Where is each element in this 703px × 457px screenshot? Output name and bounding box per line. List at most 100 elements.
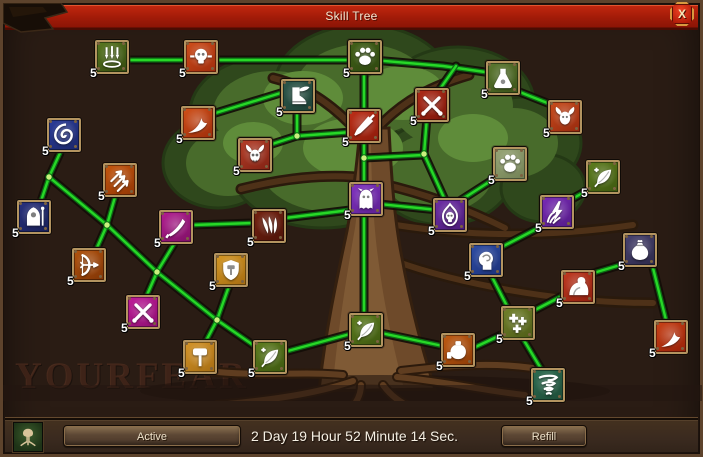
skill-level-badge: 5 — [12, 226, 19, 240]
crossed-daggers-icon — [419, 92, 445, 118]
claw-strike-icon — [262, 216, 278, 234]
skill-crossbow[interactable]: 5 — [67, 247, 107, 288]
multi-heal-icon — [509, 313, 527, 333]
white-paw-icon — [500, 154, 520, 173]
winged-boot-icon — [291, 85, 311, 105]
skill-level-badge: 5 — [179, 66, 186, 80]
strength-arm-icon — [568, 276, 590, 296]
skill-level-badge: 5 — [649, 346, 656, 360]
skill-level-badge: 5 — [410, 114, 417, 128]
skill-level-badge: 5 — [343, 66, 350, 80]
bull-head-icon — [555, 106, 575, 125]
skill-level-badge: 5 — [90, 66, 97, 80]
skill-arrow-volley[interactable]: 5 — [98, 162, 138, 203]
skill-healing-leaf-center[interactable]: 5 — [344, 312, 384, 353]
skill-level-badge: 5 — [276, 105, 283, 119]
healing-leaf-center-icon — [356, 319, 376, 341]
skill-healing-leaf-left[interactable]: 5 — [248, 339, 288, 380]
skill-flame-slash[interactable]: 5 — [176, 105, 216, 146]
skill-level-badge: 5 — [248, 366, 255, 380]
skill-shield-hammer[interactable]: 5 — [209, 252, 249, 293]
skill-level-badge: 5 — [543, 126, 550, 140]
skill-level-badge: 5 — [344, 339, 351, 353]
mind-head-icon — [478, 251, 494, 271]
healing-leaf-right-icon — [593, 166, 613, 188]
crossbow-icon — [79, 254, 99, 276]
skill-hooded-figure[interactable]: 5 — [12, 199, 52, 240]
timer-text: 2 Day 19 Hour 52 Minute 14 Sec. — [251, 428, 459, 444]
skill-tornado[interactable]: 5 — [526, 367, 566, 408]
skill-level-badge: 5 — [556, 296, 563, 310]
skill-beast-paw[interactable]: 5 — [343, 39, 383, 80]
skill-bull-head[interactable]: 5 — [543, 99, 583, 140]
hooded-figure-icon — [26, 205, 46, 227]
hypno-swirl-icon — [54, 123, 73, 145]
skill-mind-head[interactable]: 5 — [464, 242, 504, 283]
skill-nodes-layer: 5 5 5 5 5 5 5 5 5 5 5 5 5 5 5 5 5 5 5 5 5 5 5 5 5 5 5 5 5 5 5 5 5 — [3, 3, 702, 408]
skill-hypno-swirl[interactable]: 5 — [42, 117, 82, 158]
close-button[interactable]: X — [670, 2, 694, 26]
spirit-ghost-icon — [357, 188, 375, 209]
skill-level-badge: 5 — [247, 235, 254, 249]
skill-crossed-daggers[interactable]: 5 — [410, 87, 450, 128]
skill-level-badge: 5 — [209, 279, 216, 293]
skill-glow — [657, 323, 685, 351]
skill-loot-sack[interactable]: 5 — [618, 232, 658, 273]
skill-level-badge: 5 — [496, 332, 503, 346]
skill-flame-slash-2[interactable]: 5 — [649, 319, 689, 360]
skill-level-badge: 5 — [436, 359, 443, 373]
skill-spirit-ghost[interactable]: 5 — [344, 181, 384, 222]
skill-level-badge: 5 — [488, 173, 495, 187]
skull-shot-icon — [189, 47, 213, 65]
skill-level-badge: 5 — [233, 164, 240, 178]
poison-flask-icon — [494, 68, 512, 89]
skill-brew-jug[interactable]: 5 — [436, 332, 476, 373]
title-bar: Skill Tree — [5, 5, 698, 30]
skill-level-badge: 5 — [481, 87, 488, 101]
skill-dagger-stab[interactable]: 5 — [342, 108, 382, 149]
window-title: Skill Tree — [325, 9, 378, 23]
skill-tree-logo-icon — [13, 422, 43, 452]
skill-flaming-skull[interactable]: 5 — [428, 197, 468, 238]
skill-level-badge: 5 — [344, 208, 351, 222]
skill-strength-arm[interactable]: 5 — [556, 269, 596, 310]
skill-level-badge: 5 — [98, 189, 105, 203]
skill-poison-flask[interactable]: 5 — [481, 60, 521, 101]
skill-hammer-smash[interactable]: 5 — [178, 339, 218, 380]
skill-level-badge: 5 — [526, 394, 533, 408]
dagger-stab-icon — [352, 113, 376, 138]
healing-leaf-left-icon — [260, 346, 280, 368]
skill-magenta-blade[interactable]: 5 — [154, 209, 194, 250]
skill-white-paw[interactable]: 5 — [488, 146, 528, 187]
arrow-volley-icon — [110, 170, 129, 192]
corner-emblem-icon — [3, 3, 69, 33]
skill-level-badge: 5 — [464, 269, 471, 283]
beast-paw-icon — [355, 47, 375, 66]
brew-jug-icon — [446, 341, 466, 360]
refill-button[interactable]: Refill — [501, 425, 587, 447]
tornado-icon — [538, 374, 558, 395]
skill-level-badge: 5 — [342, 135, 349, 149]
skill-skull-shot[interactable]: 5 — [179, 39, 219, 80]
skill-claw-strike[interactable]: 5 — [247, 208, 287, 249]
skill-level-badge: 5 — [42, 144, 49, 158]
shock-hand-icon — [546, 200, 564, 224]
skill-glow — [184, 109, 212, 137]
footer-bar: Active 2 Day 19 Hour 52 Minute 14 Sec. R… — [5, 418, 698, 452]
flame-slash-icon — [188, 118, 208, 133]
skill-arrow-rain[interactable]: 5 — [90, 39, 130, 80]
skill-level-badge: 5 — [618, 259, 625, 273]
skill-crossed-swords[interactable]: 5 — [121, 294, 161, 335]
magenta-blade-icon — [165, 217, 187, 240]
arrow-rain-icon — [102, 45, 122, 68]
skill-level-badge: 5 — [67, 274, 74, 288]
skill-winged-boot[interactable]: 5 — [276, 78, 316, 119]
skill-shock-hand[interactable]: 5 — [535, 194, 575, 235]
bull-skull-icon — [245, 144, 265, 163]
skill-healing-leaf-right[interactable]: 5 — [581, 159, 621, 200]
skill-bull-skull[interactable]: 5 — [233, 137, 273, 178]
skill-multi-heal[interactable]: 5 — [496, 305, 536, 346]
active-button[interactable]: Active — [63, 425, 241, 447]
shield-hammer-icon — [222, 259, 240, 282]
